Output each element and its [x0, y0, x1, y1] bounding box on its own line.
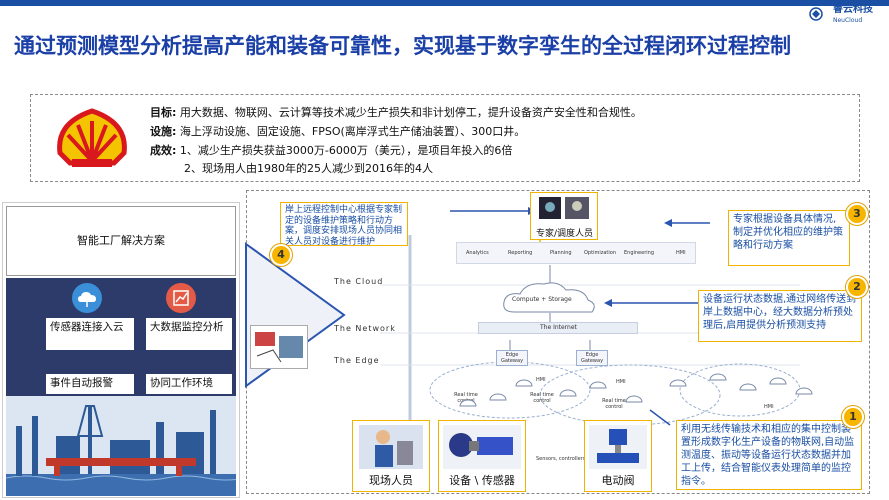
callout-3: 专家根据设备具体情况,制定并优化相应的维护策略和行动方案 — [728, 210, 850, 266]
electric-valve-card — [584, 420, 652, 492]
callout-4: 岸上远程控制中心根据专家制定的设备维护策略和行动方案，调度安排现场人员协同相关人… — [280, 202, 408, 247]
info-result: 成效: 1、减少生产损失获益3000万-6000万（美元），是项目年投入的6倍 — [150, 142, 512, 158]
app-analytics: Analytics — [466, 250, 489, 256]
edge-gateway-1-label: Edge Gateway — [500, 352, 524, 364]
field-staff-card — [352, 420, 430, 492]
equipment-sensor-card — [438, 420, 526, 492]
app-hmi: HMI — [676, 250, 686, 256]
step-4-badge: 4 — [270, 244, 292, 266]
edge-gateway-2 — [576, 350, 608, 366]
callout-2: 设备运行状态数据,通过网络传送到岸上数据中心，经大数据分析预处理后,启用提供分析… — [698, 290, 862, 342]
callout-1: 利用无线传输技术和相应的集中控制装置形成数字化生产设备的物联网,自动监测温度、振… — [676, 420, 862, 490]
expert-card — [530, 192, 598, 240]
compute-storage-label: Compute + Storage — [512, 296, 572, 303]
step-2-badge: 2 — [846, 276, 868, 298]
oil-rig-illustration — [5, 396, 247, 496]
company-subname: NeuCloud — [833, 17, 863, 24]
top-bar — [0, 0, 889, 6]
app-engineering: Engineering — [624, 250, 654, 256]
result-label: 成效: — [150, 144, 177, 157]
equipment-sensor-label: 设备 \ 传感器 — [449, 474, 515, 487]
hmi-label-1: HMI — [536, 377, 546, 383]
result-line-1: 1、减少生产损失获益3000万-6000万（美元），是项目年投入的6倍 — [179, 144, 513, 157]
feature-auto-alarm: 事件自动报警 — [46, 374, 134, 394]
internet-bar — [478, 322, 638, 334]
hmi-label-3: HMI — [764, 404, 774, 410]
info-goal: 目标: 用大数据、物联网、云计算等技术减少生产损失和非计划停工，提升设备资产安全… — [150, 104, 642, 120]
company-logo-icon — [809, 6, 823, 21]
edge-gateway-1 — [496, 350, 528, 366]
apps-row — [456, 242, 696, 264]
app-reporting: Reporting — [508, 250, 533, 256]
layer-edge: The Edge — [334, 356, 380, 365]
sensors-label: Sensors, controllers — [536, 456, 586, 462]
goal-label: 目标: — [150, 106, 177, 119]
feature-collaboration: 协同工作环境 — [146, 374, 232, 394]
analytics-icon — [166, 283, 196, 313]
field-staff-label: 现场人员 — [369, 474, 413, 487]
thumbnail-image — [250, 325, 308, 369]
internet-label: The Internet — [540, 324, 577, 331]
goal-text: 用大数据、物联网、云计算等技术减少生产损失和非计划停工，提升设备资产安全性和合规… — [179, 106, 642, 119]
feature-bigdata-monitor: 大数据监控分析 — [146, 318, 232, 350]
result-line-2: 2、现场用人由1980年的25人减少到2016年的4人 — [184, 162, 433, 175]
hmi-label-2: HMI — [616, 379, 626, 385]
app-planning: Planning — [550, 250, 572, 256]
page-title: 通过预测模型分析提高产能和装备可靠性，实现基于数字孪生的全过程闭环过程控制 — [14, 34, 791, 58]
sensor-nodes — [440, 366, 840, 446]
cloud-shape-icon — [500, 278, 600, 318]
company-name: 睿云科技 — [833, 4, 873, 15]
facility-text: 海上浮动设施、固定设施、FPSO(离岸浮式生产储油装置）、300口井。 — [179, 125, 526, 138]
solution-card-title: 智能工厂解决方案 — [77, 234, 165, 247]
electric-valve-label: 电动阀 — [601, 474, 635, 487]
step-3-badge: 3 — [846, 203, 868, 225]
company-logo: 睿云科技 NeuCloud — [833, 4, 873, 26]
step-1-badge: 1 — [842, 406, 864, 428]
edge-gateway-2-label: Edge Gateway — [580, 352, 604, 364]
info-box — [30, 94, 860, 182]
feature-sensor-cloud: 传感器连接入云 — [46, 318, 134, 350]
shell-logo-icon — [52, 103, 132, 173]
facility-label: 设施: — [150, 125, 177, 138]
cloud-icon — [72, 283, 102, 313]
left-panel — [2, 202, 240, 498]
layer-network: The Network — [334, 324, 396, 333]
expert-label: 专家/调度人员 — [536, 229, 594, 239]
app-optimization: Optimization — [584, 250, 616, 256]
realtime-label-2: Real time control — [530, 392, 554, 404]
info-facility: 设施: 海上浮动设施、固定设施、FPSO(离岸浮式生产储油装置）、300口井。 — [150, 123, 525, 139]
solution-card — [6, 206, 236, 276]
realtime-label-3: Real time control — [602, 398, 626, 410]
layer-cloud: The Cloud — [334, 277, 384, 286]
